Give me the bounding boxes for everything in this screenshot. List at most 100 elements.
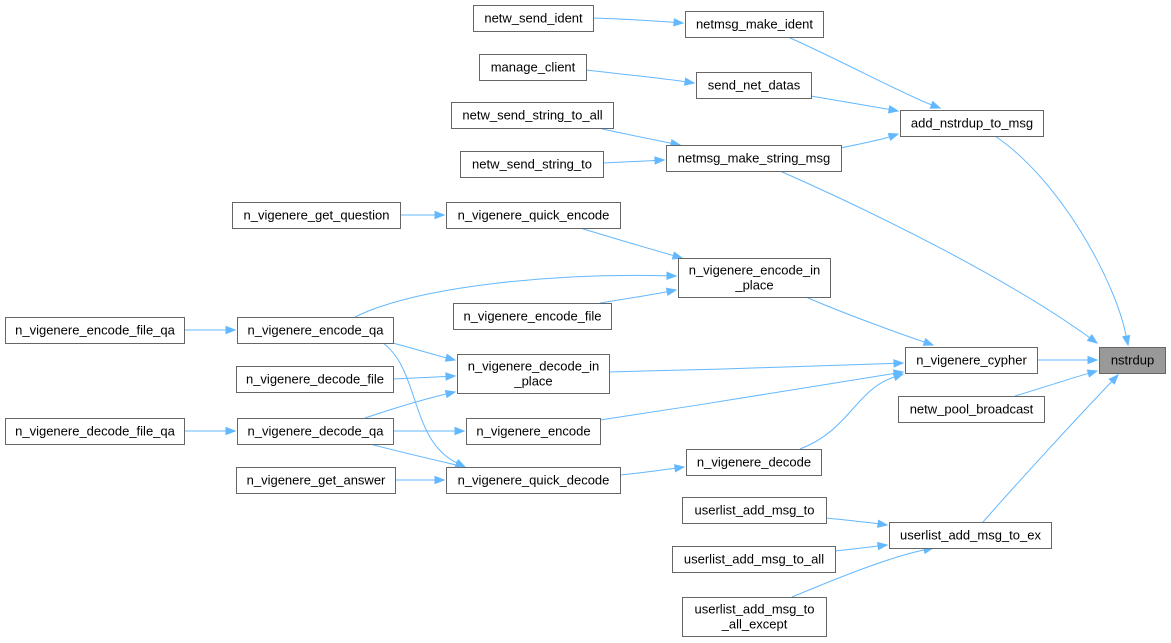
node-label: n_vigenere_get_question [243, 208, 389, 223]
node-label: n_vigenere_get_answer [247, 473, 386, 488]
edge-n_vigenere_quick_encode-to-n_vigenere_encode_in_place [579, 227, 684, 260]
node-n-vigenere-get-answer[interactable]: n_vigenere_get_answer [236, 467, 396, 494]
node-n-vigenere-encode[interactable]: n_vigenere_encode [466, 418, 601, 445]
edge-netmsg_make_ident-to-add_nstrdup_to_msg [787, 36, 942, 109]
node-label: n_vigenere_encode_in [689, 263, 821, 278]
edge-n_vigenere_decode_in_place-to-n_vigenere_cypher [608, 359, 905, 373]
node-box [889, 522, 1052, 549]
node-label: manage_client [491, 60, 576, 75]
node-n-vigenere-decode-qa[interactable]: n_vigenere_decode_qa [237, 418, 394, 445]
arrowhead-icon [434, 475, 446, 485]
node-box [666, 145, 842, 172]
edge-n_vigenere_cypher-to-nstrdup [1037, 355, 1099, 365]
node-box [446, 202, 621, 229]
node-box [479, 54, 587, 81]
node-label: n_vigenere_decode_in [468, 359, 600, 374]
node-add-nstrdup-to-msg[interactable]: add_nstrdup_to_msg [900, 110, 1044, 137]
node-label: userlist_add_msg_to [695, 503, 815, 518]
node-box [236, 467, 396, 494]
edge-n_vigenere_decode_qa-to-n_vigenere_quick_decode [369, 443, 467, 469]
edge-line [585, 69, 686, 83]
edge-line [592, 17, 675, 23]
arrowhead-icon [1087, 355, 1099, 365]
edge-n_vigenere_decode_file-to-n_vigenere_decode_in_place [392, 372, 457, 381]
arrowhead-icon [887, 132, 900, 142]
node-label: netmsg_make_string_msg [678, 151, 830, 166]
node-box [905, 347, 1038, 374]
node-n-vigenere-decode-file-qa[interactable]: n_vigenere_decode_file_qa [5, 418, 185, 445]
edge-line [602, 159, 656, 164]
node-n-vigenere-decode-file[interactable]: n_vigenere_decode_file [236, 366, 394, 393]
node-n-vigenere-cypher[interactable]: n_vigenere_cypher [905, 347, 1038, 374]
node-n-vigenere-encode-file[interactable]: n_vigenere_encode_file [453, 303, 612, 330]
node-box [678, 258, 831, 298]
node-n-vigenere-quick-decode[interactable]: n_vigenere_quick_decode [446, 467, 621, 494]
node-box [898, 396, 1045, 423]
node-label: n_vigenere_decode [697, 455, 811, 470]
arrowhead-icon [444, 390, 457, 399]
edge-line [834, 545, 879, 552]
edge-line [599, 291, 668, 304]
node-userlist-add-msg-to-all-except[interactable]: userlist_add_msg_to_all_except [682, 597, 827, 637]
node-netw-send-ident[interactable]: netw_send_ident [473, 5, 594, 32]
node-label: userlist_add_msg_to [695, 602, 815, 617]
node-box [451, 102, 614, 129]
node-n-vigenere-encode-qa[interactable]: n_vigenere_encode_qa [237, 317, 394, 344]
edge-line [799, 376, 895, 450]
edge-line [619, 467, 676, 476]
node-netw-pool-broadcast[interactable]: netw_pool_broadcast [898, 396, 1045, 423]
node-box [696, 72, 812, 99]
node-userlist-add-msg-to-all[interactable]: userlist_add_msg_to_all [672, 546, 836, 573]
node-netmsg-make-string-msg[interactable]: netmsg_make_string_msg [666, 145, 842, 172]
arrowhead-icon [434, 210, 446, 220]
node-n-vigenere-encode-in-place[interactable]: n_vigenere_encode_in_place [678, 258, 831, 298]
arrowhead-icon [1086, 334, 1099, 344]
edge-line [579, 227, 674, 257]
node-label: _place [734, 278, 773, 293]
arrowhead-icon [674, 464, 686, 473]
node-n-vigenere-get-question[interactable]: n_vigenere_get_question [232, 202, 401, 229]
node-box [457, 354, 610, 394]
edge-n_vigenere_encode_qa-to-n_vigenere_encode_in_place [354, 271, 678, 318]
arrowhead-icon [665, 287, 678, 296]
node-n-vigenere-quick-encode[interactable]: n_vigenere_quick_encode [446, 202, 621, 229]
node-n-vigenere-decode-in-place[interactable]: n_vigenere_decode_in_place [457, 354, 610, 394]
nodes-layer: nstrdup add_nstrdup_to_msg netmsg_make_ide… [5, 5, 1166, 637]
node-label: n_vigenere_decode_qa [248, 424, 385, 439]
edge-line [608, 362, 895, 373]
edge-n_vigenere_decode-to-n_vigenere_cypher [799, 372, 905, 450]
edge-add_nstrdup_to_msg-to-nstrdup [994, 135, 1131, 347]
node-n-vigenere-decode[interactable]: n_vigenere_decode [686, 449, 822, 476]
arrowhead-icon [225, 325, 237, 335]
node-box [453, 303, 612, 330]
arrowhead-icon [671, 251, 684, 260]
edge-n_vigenere_get_question-to-n_vigenere_quick_encode [400, 210, 446, 220]
arrowhead-icon [654, 156, 666, 165]
node-send-net-datas[interactable]: send_net_datas [696, 72, 812, 99]
node-netmsg-make-ident[interactable]: netmsg_make_ident [685, 11, 824, 38]
node-label: nstrdup [1111, 353, 1154, 368]
edge-n_vigenere_encode_file-to-n_vigenere_encode_in_place [599, 287, 678, 304]
node-box [672, 546, 836, 573]
arrowhead-icon [673, 18, 685, 27]
node-label: n_vigenere_encode_file_qa [15, 323, 176, 338]
node-userlist-add-msg-to[interactable]: userlist_add_msg_to [682, 497, 827, 524]
edge-n_vigenere_decode_file_qa-to-n_vigenere_decode_qa [184, 426, 237, 436]
node-box [237, 317, 394, 344]
edge-line [810, 95, 890, 110]
node-label: n_vigenere_decode_file_qa [15, 424, 176, 439]
node-nstrdup[interactable]: nstrdup [1099, 347, 1166, 374]
node-label: userlist_add_msg_to_all [684, 552, 824, 567]
edge-n_vigenere_encode-to-n_vigenere_cypher [599, 369, 905, 421]
edge-send_net_datas-to-add_nstrdup_to_msg [810, 95, 900, 114]
node-netw-send-string-to-all[interactable]: netw_send_string_to_all [451, 102, 614, 129]
node-manage-client[interactable]: manage_client [479, 54, 587, 81]
node-netw-send-string-to[interactable]: netw_send_string_to [460, 151, 604, 178]
edge-line [392, 342, 447, 359]
edge-line [825, 517, 879, 525]
node-label: netw_send_string_to_all [462, 108, 602, 123]
node-userlist-add-msg-to-ex[interactable]: userlist_add_msg_to_ex [889, 522, 1052, 549]
edge-line [779, 170, 1091, 339]
edge-line [805, 296, 925, 343]
node-n-vigenere-encode-file-qa[interactable]: n_vigenere_encode_file_qa [5, 317, 185, 344]
